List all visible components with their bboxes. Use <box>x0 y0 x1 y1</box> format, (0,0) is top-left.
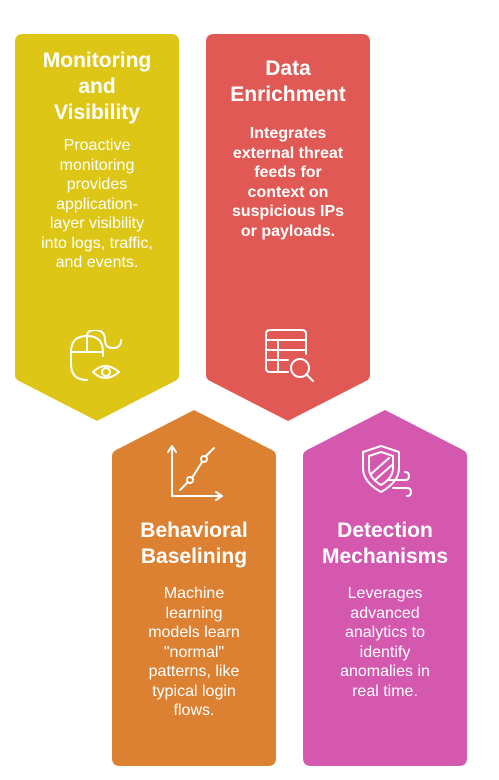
card-description: Machine learning models learn "normal" p… <box>148 585 240 719</box>
card-description: Leverages advanced analytics to identify… <box>340 585 430 700</box>
card-title: Data Enrichment <box>230 57 346 106</box>
card-title: Detection Mechanisms <box>321 519 449 568</box>
card-behavioral-baselining: Behavioral Baselining Machine learning m… <box>112 410 276 766</box>
line-graph-icon <box>167 445 223 501</box>
card-shape <box>112 410 276 766</box>
card-shape <box>303 410 467 766</box>
shield-wind-icon <box>362 445 412 497</box>
card-description: Integrates external threat feeds for con… <box>231 125 345 240</box>
card-monitoring-visibility: Monitoring and Visibility Proactive moni… <box>15 34 179 421</box>
card-shape <box>206 34 370 421</box>
card-data-enrichment: Data Enrichment Integrates external thre… <box>206 34 370 421</box>
card-title: Behavioral Baselining <box>140 519 248 568</box>
card-title: Monitoring and Visibility <box>42 49 152 124</box>
card-detection-mechanisms: Detection Mechanisms Leverages advanced … <box>303 410 467 766</box>
card-shape <box>15 34 179 421</box>
table-search-icon <box>265 329 314 382</box>
card-description: Proactive monitoring provides applicatio… <box>41 137 153 271</box>
mouse-eye-icon <box>70 330 122 381</box>
